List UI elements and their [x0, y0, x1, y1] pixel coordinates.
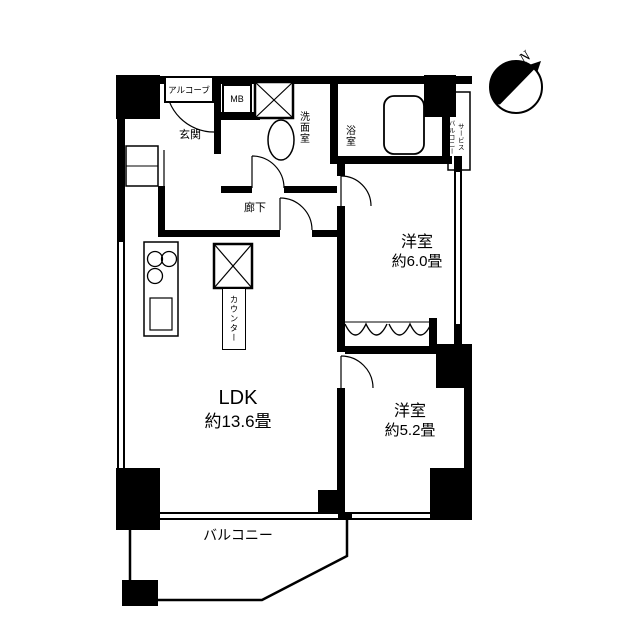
bedroom1-label-block: 洋室 約6.0畳	[375, 233, 459, 272]
wall-washroom-a	[221, 186, 252, 193]
service-balcony-line2: バルコニー	[447, 119, 455, 155]
wall-bedroom2-right	[464, 386, 472, 472]
washroom-door	[251, 155, 285, 189]
service-balcony-label: サービス バルコニー	[446, 100, 464, 174]
bathroom-label: 浴室	[343, 125, 355, 147]
wall-closet-side	[429, 318, 437, 350]
window-bedroom2-bottom	[352, 512, 430, 520]
wall-center-a	[337, 156, 345, 176]
pillar-right-middle	[436, 344, 472, 388]
wall-center-c	[337, 388, 345, 512]
window-ldk-left	[117, 242, 125, 468]
washroom-label: 洗面室	[297, 110, 309, 144]
wall-washroom-b	[284, 186, 337, 193]
shoe-cabinet	[125, 145, 159, 187]
counter-shaft	[212, 242, 254, 290]
service-balcony-rail	[447, 91, 471, 171]
alcove-label: アルコーブ	[168, 84, 210, 95]
wall-service-balcony	[442, 112, 450, 164]
pipe-shaft	[253, 80, 295, 120]
kitchen-counter	[143, 241, 179, 337]
hallway-door	[279, 197, 313, 231]
balcony-label: バルコニー	[203, 527, 273, 543]
pillar-bottom-right	[430, 468, 472, 518]
service-balcony-line1: サービス	[456, 123, 464, 151]
ldk-label-block: LDK 約13.6畳	[168, 386, 308, 432]
bedroom1-door	[340, 175, 372, 207]
wall-center-b	[337, 206, 345, 352]
meter-box: MB	[222, 84, 252, 114]
wall-under-meter-box	[218, 112, 260, 120]
counter-label: カウンター	[229, 295, 239, 343]
pillar-top-right	[424, 75, 456, 117]
pillar-bottom-left	[116, 468, 160, 530]
wall-closet-bottom	[345, 346, 436, 354]
ldk-name: LDK	[218, 387, 258, 409]
pillar-top-left	[116, 75, 160, 119]
balcony-outline	[128, 520, 349, 602]
entrance-label: 玄関	[179, 129, 201, 141]
kitchen-sink	[149, 297, 173, 331]
bedroom2-label-block: 洋室 約5.2畳	[368, 402, 452, 441]
washbasin	[267, 119, 295, 161]
wall-top	[116, 76, 472, 84]
wall-hallway-a	[158, 230, 280, 237]
window-bedroom1-right	[454, 172, 462, 324]
pillar-balcony	[122, 580, 158, 606]
wall-hallway-b	[312, 230, 338, 237]
bedroom1-name: 洋室	[400, 234, 433, 251]
wall-hallway-left	[158, 186, 165, 237]
hallway-label: 廊下	[244, 202, 266, 214]
counter-strip: カウンター	[222, 288, 246, 350]
compass-needle	[498, 65, 537, 105]
compass: N	[489, 48, 543, 114]
bathtub	[383, 95, 425, 155]
ldk-size: 約13.6畳	[204, 412, 272, 431]
closet-folding-doors	[344, 321, 432, 336]
compass-arrowhead	[530, 61, 541, 72]
wall-washroom-bathroom	[330, 76, 338, 164]
bedroom2-door	[340, 355, 374, 389]
bedroom2-size: 約5.2畳	[384, 422, 436, 439]
window-ldk-bottom	[160, 512, 338, 520]
bedroom1-size: 約6.0畳	[391, 253, 443, 270]
meter-box-label: MB	[230, 94, 244, 104]
alcove-box: アルコーブ	[164, 76, 214, 103]
wall-entrance-right	[214, 76, 221, 154]
compass-shaded-half	[489, 60, 535, 106]
wall-bathroom-bottom	[330, 156, 452, 164]
bedroom2-name: 洋室	[393, 403, 426, 420]
